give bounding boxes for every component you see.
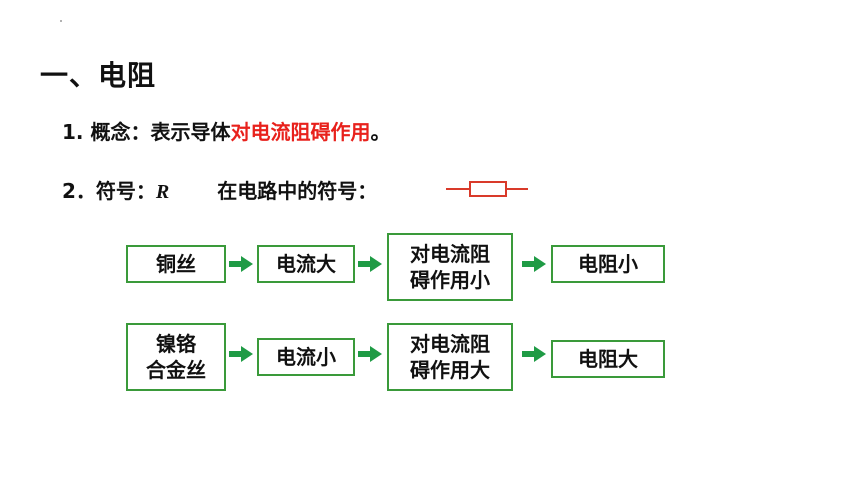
right-arrow-icon [522, 256, 546, 272]
material-line-2: 合金丝 [146, 358, 206, 382]
concept-prefix: 1. 概念：表示导体 [62, 120, 231, 144]
material-line-1: 镍铬 [156, 332, 196, 356]
right-arrow-icon [358, 346, 382, 362]
current-box: 电流大 [257, 245, 355, 283]
section-heading: 一、电阻 [40, 59, 157, 92]
symbol-prefix: 2．符号： [62, 179, 156, 203]
result-box: 电阻大 [551, 340, 665, 378]
concept-highlight: 对电流阻碍作用 [230, 120, 371, 144]
result-label: 电阻小 [578, 252, 638, 276]
circuit-symbol-label: 在电路中的符号： [217, 179, 378, 203]
effect-line-2: 碍作用小 [410, 268, 490, 292]
effect-box: 对电流阻 碍作用大 [387, 323, 513, 391]
current-label: 电流大 [276, 252, 336, 276]
right-arrow-icon [522, 346, 546, 362]
effect-line-1: 对电流阻 [410, 242, 490, 266]
material-label: 铜丝 [156, 252, 196, 276]
right-arrow-icon [229, 256, 253, 272]
effect-line-2: 碍作用大 [410, 358, 490, 382]
material-box-nichrome: 镍铬 合金丝 [126, 323, 226, 391]
right-arrow-icon [229, 346, 253, 362]
result-box: 电阻小 [551, 245, 665, 283]
symbol-line: 2．符号：R 在电路中的符号： [62, 175, 377, 204]
effect-box: 对电流阻 碍作用小 [387, 233, 513, 301]
current-label: 电流小 [276, 345, 336, 369]
concept-suffix: 。 [370, 120, 391, 144]
result-label: 电阻大 [578, 347, 638, 371]
effect-line-1: 对电流阻 [410, 332, 490, 356]
material-box-copper: 铜丝 [126, 245, 226, 283]
current-box: 电流小 [257, 338, 355, 376]
decor-dot [60, 20, 62, 22]
right-arrow-icon [358, 256, 382, 272]
symbol-letter: R [155, 181, 170, 203]
resistor-symbol-icon [446, 181, 528, 197]
concept-line: 1. 概念：表示导体对电流阻碍作用。 [62, 116, 390, 145]
